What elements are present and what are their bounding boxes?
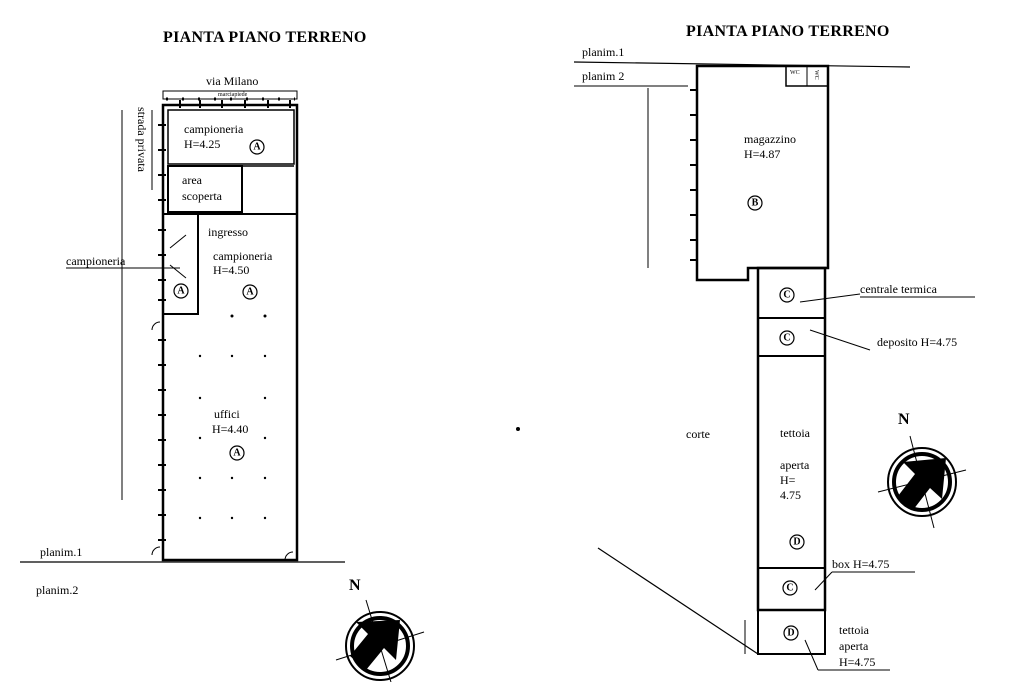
- right-planim-2-label: planim 2: [582, 69, 624, 83]
- leader-line: [804, 639, 819, 671]
- room-tettoia-big-line4: 4.75: [780, 488, 801, 502]
- room-box-name: box H=4.75: [832, 557, 889, 571]
- north-label: N: [349, 577, 361, 594]
- structural-columns: [198, 314, 267, 520]
- sidewalk-label: marciapiede: [218, 92, 248, 98]
- room-code-circle: [782, 580, 798, 596]
- right-floor-plan: PIANTA PIANO TERRENO planim.1 planim 2 W…: [516, 23, 975, 671]
- room-campioneria-top: [167, 109, 295, 165]
- room-code: C: [783, 333, 790, 344]
- room-code-circle: [779, 287, 795, 303]
- facade-ticks-magazzino: [690, 89, 698, 261]
- left-floor-plan: PIANTA PIANO TERRENO via Milano marciapi…: [20, 29, 425, 682]
- right-planim-1-label: planim.1: [582, 45, 624, 59]
- left-planim-1-label: planim.1: [40, 545, 82, 559]
- room-tettoia-big-line1: tettoia: [780, 426, 811, 440]
- strada-privata-label: strada privata: [135, 107, 149, 173]
- left-plan-title: PIANTA PIANO TERRENO: [163, 29, 367, 46]
- room-centrale-termica-name: centrale termica: [860, 282, 938, 296]
- stray-dot: [516, 427, 520, 431]
- room-code-circle: [783, 625, 799, 641]
- street-via-milano-label: via Milano: [206, 74, 258, 88]
- room-ingresso-label: ingresso: [208, 225, 248, 239]
- diagonal-boundary-line: [597, 547, 759, 655]
- left-north-arrow: N: [335, 577, 425, 682]
- area-scoperta: [167, 165, 243, 213]
- door-arc: [151, 546, 161, 556]
- north-arrow-icon: [898, 458, 946, 510]
- room-tettoia-big-line2: aperta: [780, 458, 810, 472]
- room-tettoia-big-line3: H=: [780, 473, 796, 487]
- leader-line: [814, 571, 833, 591]
- room-tettoia-small: [757, 609, 826, 655]
- wc-label-1: WC: [790, 70, 800, 76]
- room-code-circle: [173, 283, 189, 299]
- area-scoperta-line2: scoperta: [182, 189, 223, 203]
- door-swing: [169, 234, 187, 249]
- room-deposito-name: deposito H=4.75: [877, 335, 957, 349]
- room-code: A: [233, 448, 241, 459]
- room-code: D: [787, 628, 794, 639]
- room-code: A: [253, 142, 261, 153]
- right-plan-title: PIANTA PIANO TERRENO: [686, 23, 890, 40]
- room-magazzino-name: magazzino: [744, 132, 796, 146]
- room-code: A: [177, 286, 185, 297]
- door-arc: [284, 551, 294, 561]
- room-code-circle: [747, 195, 763, 211]
- room-corte-label: corte: [686, 427, 710, 441]
- room-tettoia-small-line3: H=4.75: [839, 655, 875, 669]
- room-code: B: [752, 198, 759, 209]
- left-planim-2-label: planim.2: [36, 583, 78, 597]
- facade-ticks-top: [179, 100, 291, 108]
- room-campioneria-mid-height: H=4.50: [213, 263, 249, 277]
- room-magazzino-height: H=4.87: [744, 147, 780, 161]
- room-campioneria-top-name: campioneria: [184, 122, 244, 136]
- room-tettoia-small-line2: aperta: [839, 639, 869, 653]
- leader-line: [809, 329, 871, 351]
- room-code-circle: [249, 139, 265, 155]
- right-planim-1-line: [573, 61, 911, 68]
- room-code-circle: [789, 534, 805, 550]
- room-uffici-name: uffici: [214, 407, 240, 421]
- room-campioneria-small: [162, 213, 199, 315]
- room-magazzino: [695, 64, 830, 282]
- room-code-circle: [229, 445, 245, 461]
- room-campioneria-mid-name: campioneria: [213, 249, 273, 263]
- door-arc: [151, 321, 161, 331]
- room-code-circle: [242, 284, 258, 300]
- right-north-arrow: N: [877, 411, 967, 529]
- door-swing: [169, 264, 187, 279]
- room-campioneria-top-height: H=4.25: [184, 137, 220, 151]
- room-code: D: [793, 537, 800, 548]
- wc-label-2: WC: [813, 70, 819, 80]
- room-campioneria-small-name: campioneria: [66, 254, 126, 268]
- room-code: C: [783, 290, 790, 301]
- room-code-circle: [779, 330, 795, 346]
- room-code: A: [246, 287, 254, 298]
- room-code: C: [786, 583, 793, 594]
- room-uffici-height: H=4.40: [212, 422, 248, 436]
- area-scoperta-line1: area: [182, 173, 203, 187]
- room-tettoia-small-line1: tettoia: [839, 623, 870, 637]
- leader-line: [799, 293, 861, 303]
- north-label: N: [898, 411, 910, 428]
- north-arrow-icon: [350, 620, 400, 670]
- building-outline-left: [161, 103, 299, 562]
